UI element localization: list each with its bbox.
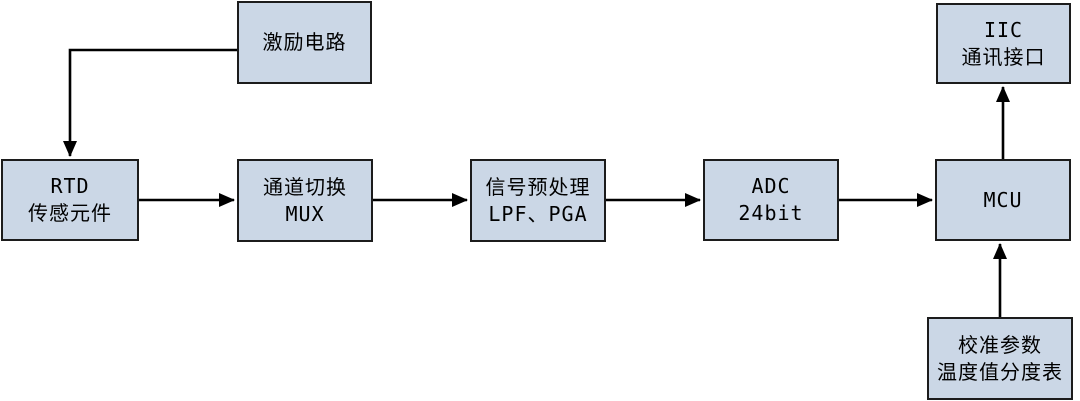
box-label: LPF、PGA xyxy=(488,201,588,226)
box-label: 温度值分度表 xyxy=(937,359,1063,384)
box-label: 24bit xyxy=(738,201,804,225)
box-excitation-circuit: 激励电路 xyxy=(237,1,372,84)
box-label: MUX xyxy=(285,201,325,226)
box-channel-switch-mux: 通道切换 MUX xyxy=(237,159,373,242)
box-label: 信号预处理 xyxy=(485,174,591,199)
arrow-excitation-to-rtd xyxy=(63,48,237,157)
box-label: 通道切换 xyxy=(263,174,347,199)
box-label: 激励电路 xyxy=(262,30,347,54)
box-signal-preprocessing-lpf-pga: 信号预处理 LPF、PGA xyxy=(470,159,606,242)
box-iic-communication-interface: IIC 通讯接口 xyxy=(936,3,1071,84)
box-label: IIC xyxy=(983,17,1024,42)
box-label: 传感元件 xyxy=(28,201,112,225)
box-mcu: MCU xyxy=(935,159,1071,241)
box-label: 通讯接口 xyxy=(961,44,1046,69)
box-label: ADC xyxy=(751,174,791,198)
box-label: MCU xyxy=(983,187,1023,212)
box-calibration-params-temperature-table: 校准参数 温度值分度表 xyxy=(927,317,1073,400)
box-label: 校准参数 xyxy=(958,332,1042,357)
box-rtd-sensor-element: RTD 传感元件 xyxy=(1,159,139,241)
box-adc-24bit: ADC 24bit xyxy=(703,159,839,241)
box-label: RTD xyxy=(50,174,90,198)
